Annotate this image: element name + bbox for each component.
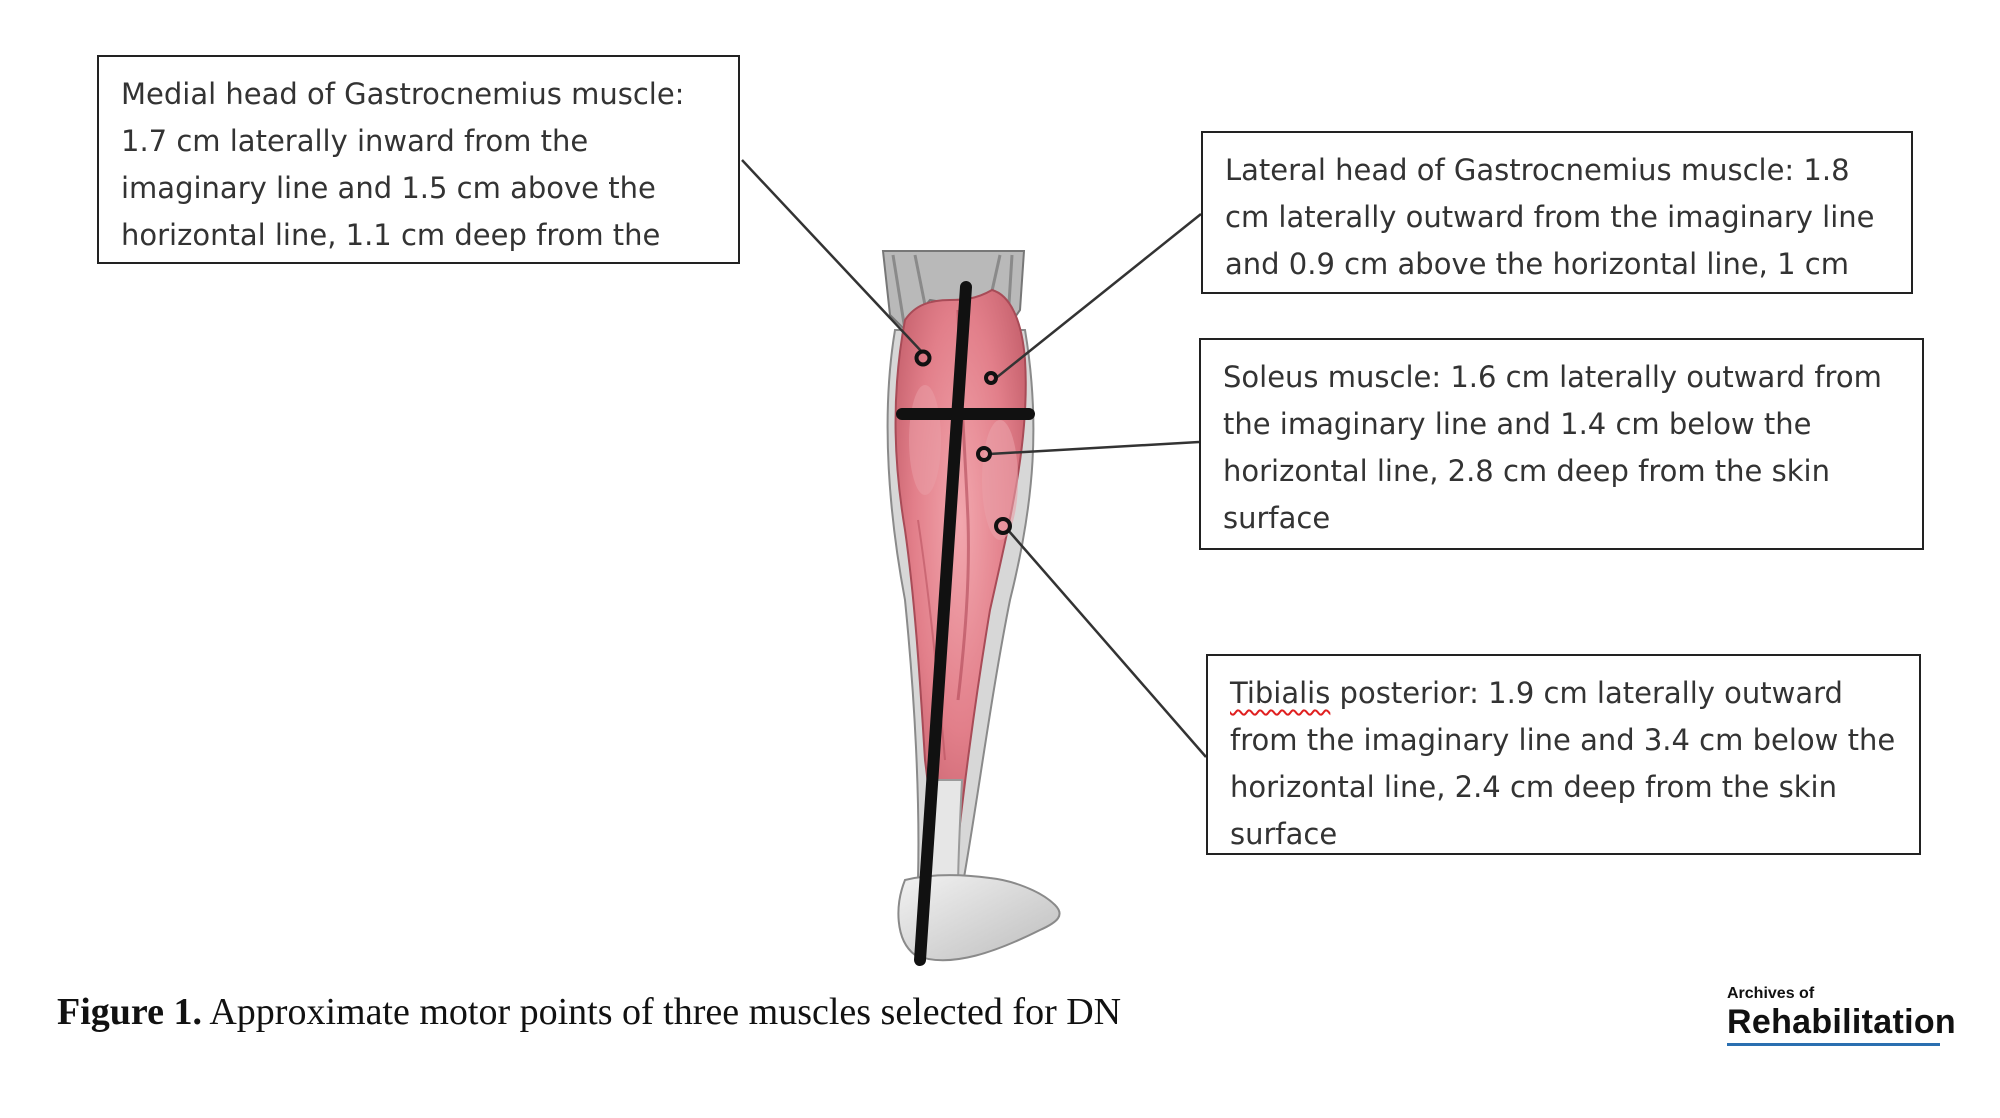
callout-line-rest: posterior: 1.9 cm laterally outward <box>1330 676 1843 710</box>
caption-label: Figure 1. <box>57 991 202 1033</box>
callout-line: the imaginary line and 1.4 cm below the <box>1223 407 1812 441</box>
callout-lateral-gastrocnemius: Lateral head of Gastrocnemius muscle: 1.… <box>1201 131 1913 294</box>
logo-main-text: Rehabilitation <box>1727 1003 1956 1041</box>
leader-soleus <box>988 440 1200 456</box>
callout-line: Soleus muscle: 1.6 cm laterally outward … <box>1223 360 1882 394</box>
leader-lines <box>741 159 1207 758</box>
callout-line: surface <box>1230 817 1338 851</box>
callout-tibialis-posterior: Tibialis posterior: 1.9 cm laterally out… <box>1206 654 1921 855</box>
heel <box>897 874 1061 962</box>
callout-line: 1.7 cm laterally inward from the <box>121 124 589 158</box>
figure-caption: Figure 1. Approximate motor points of th… <box>57 990 1121 1034</box>
leader-medial <box>741 159 923 353</box>
journal-logo: Archives of Rehabilitation <box>1727 985 1957 1046</box>
caption-text: Approximate motor points of three muscle… <box>201 991 1122 1033</box>
callout-soleus: Soleus muscle: 1.6 cm laterally outward … <box>1199 338 1924 550</box>
motor-point-lateral <box>984 371 998 385</box>
callout-line: Tibialis posterior: 1.9 cm laterally out… <box>1230 670 1899 717</box>
spellcheck-word: Tibialis <box>1230 676 1331 710</box>
callout-line: surface <box>1223 501 1331 535</box>
motor-point-tibialis <box>994 517 1012 535</box>
callout-medial-gastrocnemius: Medial head of Gastrocnemius muscle: 1.7… <box>97 55 740 264</box>
callout-line: Medial head of Gastrocnemius muscle: <box>121 77 685 111</box>
callout-line: cm laterally outward from the imaginary … <box>1225 200 1875 234</box>
motor-point-soleus <box>976 446 992 462</box>
callout-line: from the imaginary line and 3.4 cm below… <box>1230 723 1896 757</box>
logo-underline <box>1727 1043 1940 1046</box>
leader-lateral <box>995 213 1202 379</box>
callout-line: horizontal line, 2.4 cm deep from the sk… <box>1230 770 1837 804</box>
callout-line: horizontal line, 2.8 cm deep from the sk… <box>1223 454 1830 488</box>
leader-tibialis <box>1007 529 1207 758</box>
callout-line: Lateral head of Gastrocnemius muscle: 1.… <box>1225 153 1850 187</box>
motor-point-medial <box>914 349 932 367</box>
logo-top-text: Archives of <box>1727 985 1815 1002</box>
callout-line: horizontal line, 1.1 cm deep from the <box>121 218 661 252</box>
callout-line: imaginary line and 1.5 cm above the <box>121 171 656 205</box>
motor-points <box>914 349 1012 535</box>
imaginary-vertical-line <box>914 281 972 966</box>
callout-line: and 0.9 cm above the horizontal line, 1 … <box>1225 247 1849 281</box>
